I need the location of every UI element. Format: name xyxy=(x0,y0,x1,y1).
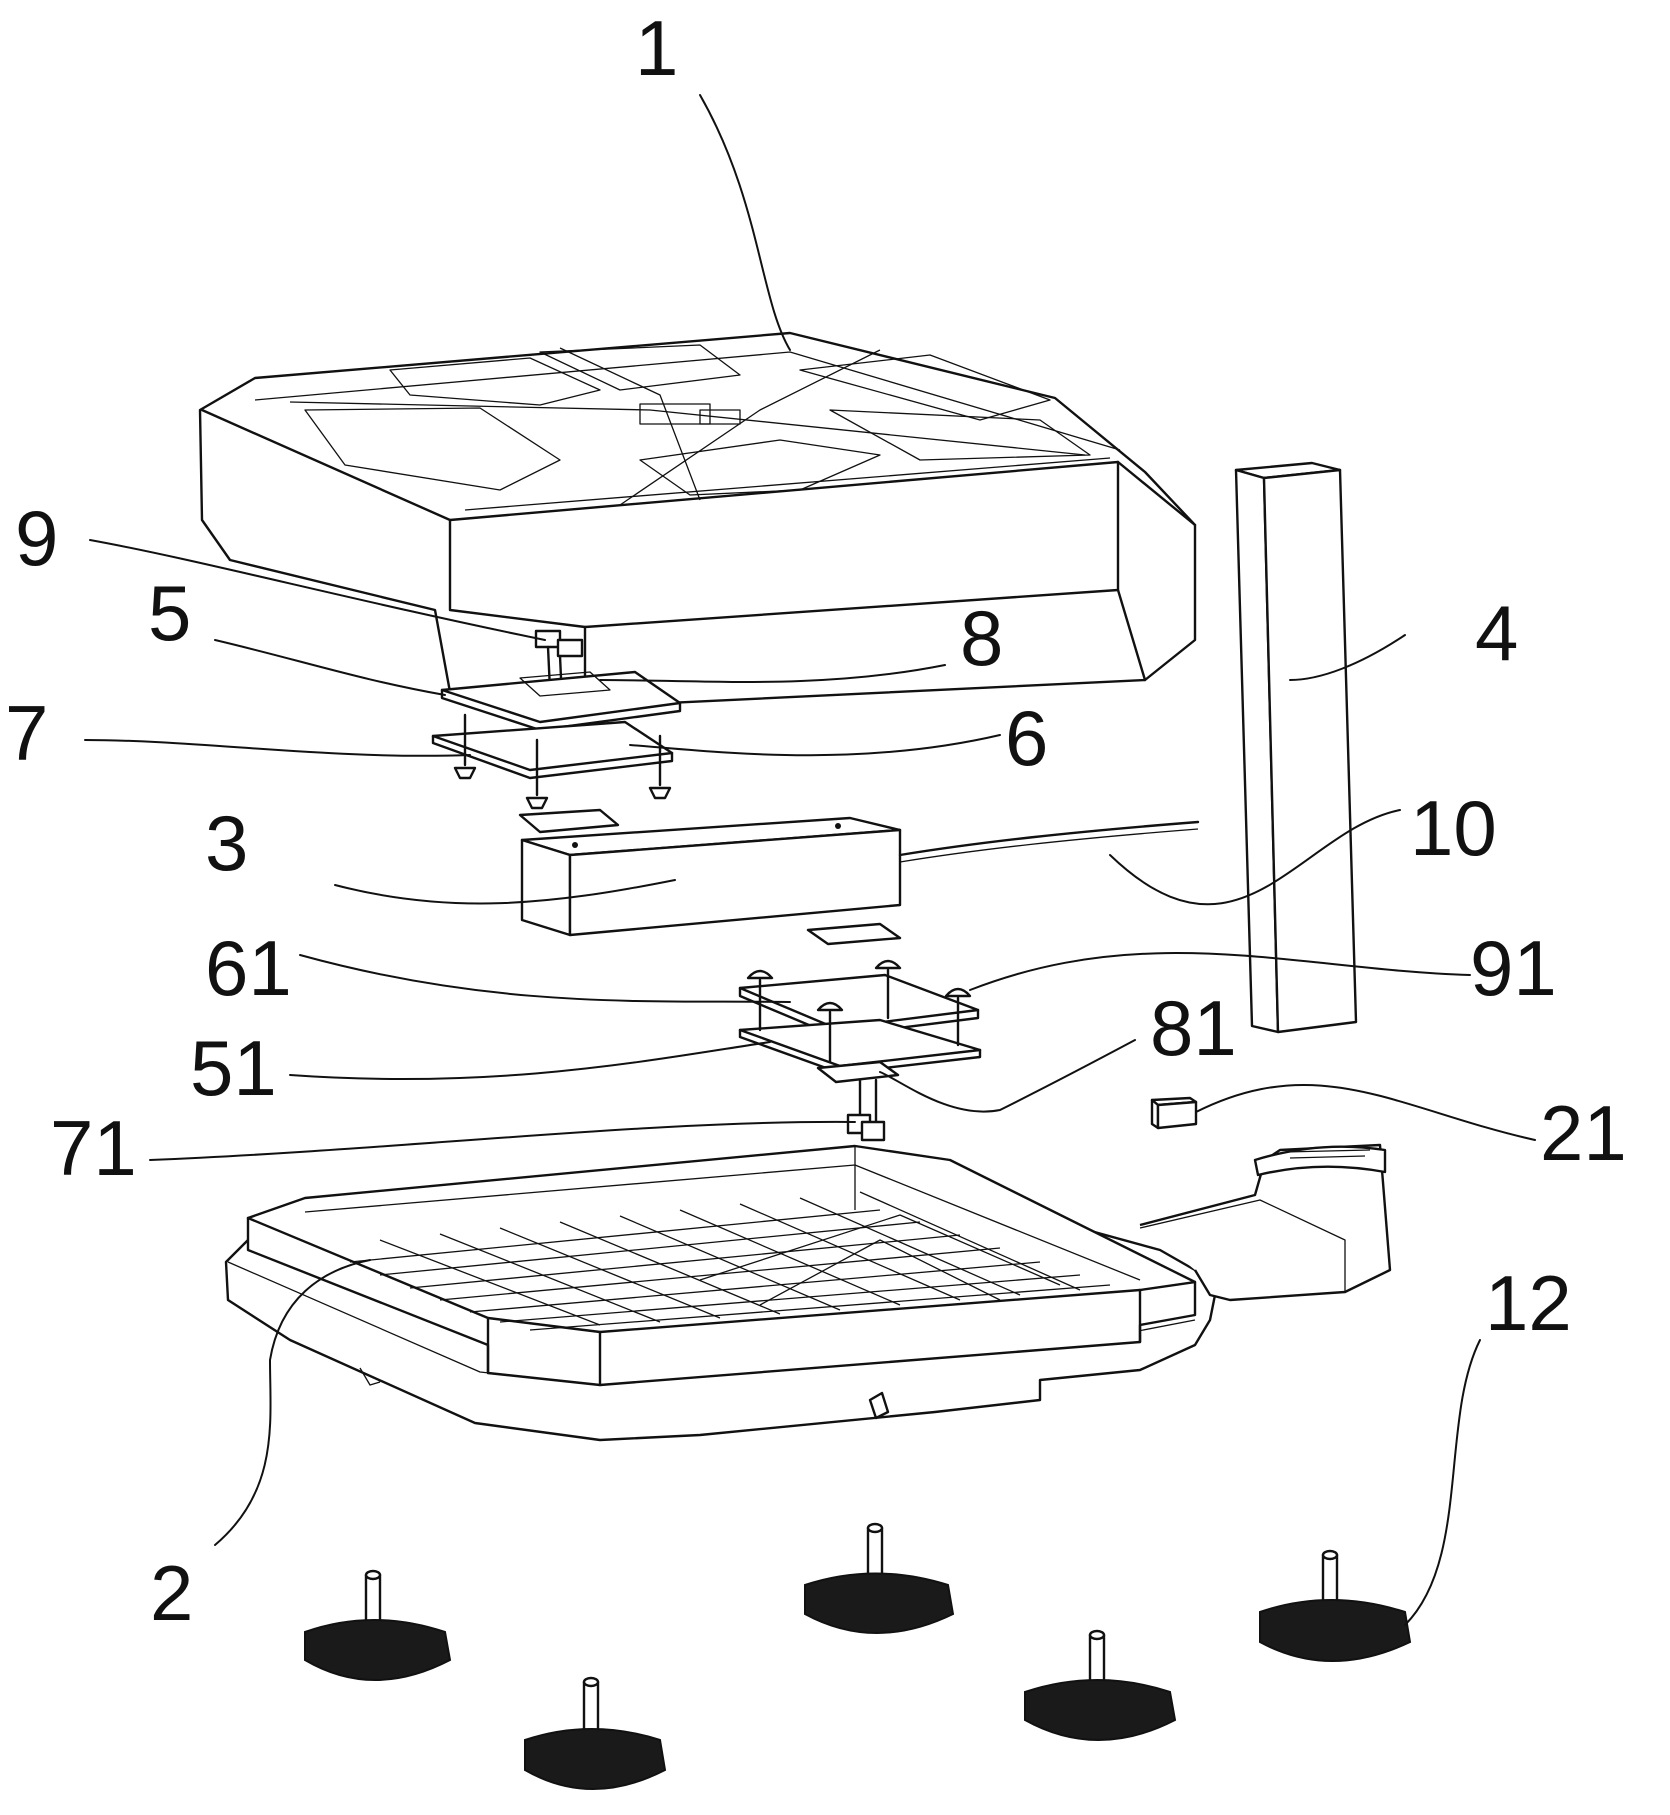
label-8: 8 xyxy=(960,594,1003,682)
label-12: 12 xyxy=(1485,1259,1572,1347)
label-71: 71 xyxy=(50,1104,137,1192)
small-block xyxy=(1152,1098,1196,1128)
foot-1 xyxy=(305,1571,450,1680)
load-cell xyxy=(522,818,900,935)
lower-sensor-stack xyxy=(740,924,980,1140)
label-4: 4 xyxy=(1475,589,1518,677)
adjustable-feet xyxy=(305,1524,1410,1789)
label-91: 91 xyxy=(1470,924,1557,1012)
label-21: 21 xyxy=(1540,1089,1627,1177)
label-2: 2 xyxy=(150,1549,193,1637)
foot-3 xyxy=(805,1524,953,1633)
label-51: 51 xyxy=(190,1024,277,1112)
label-10: 10 xyxy=(1410,784,1497,872)
foot-5 xyxy=(1260,1551,1410,1661)
cable xyxy=(900,822,1198,855)
label-61: 61 xyxy=(205,924,292,1012)
label-5: 5 xyxy=(148,569,191,657)
base-tray xyxy=(226,1145,1390,1440)
label-3: 3 xyxy=(205,799,248,887)
label-81: 81 xyxy=(1150,984,1237,1072)
label-7: 7 xyxy=(5,689,48,777)
foot-2 xyxy=(525,1678,665,1789)
top-cover xyxy=(200,333,1195,707)
label-6: 6 xyxy=(1005,694,1048,782)
column xyxy=(1236,463,1356,1032)
label-1: 1 xyxy=(635,4,678,92)
foot-4 xyxy=(1025,1631,1175,1740)
label-9: 9 xyxy=(15,494,58,582)
